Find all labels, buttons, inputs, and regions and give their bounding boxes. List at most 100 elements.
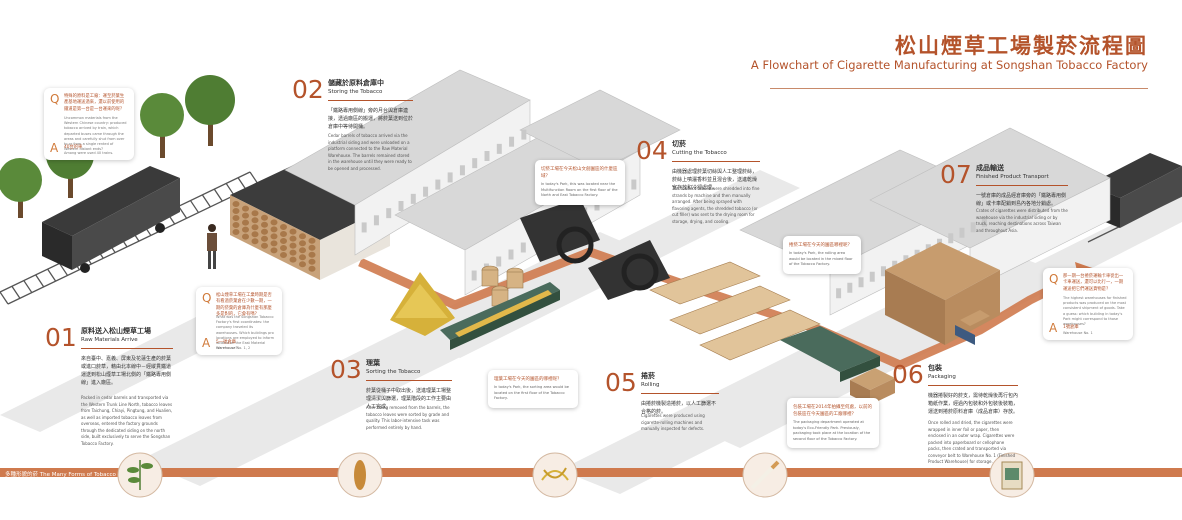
question-text-en: What was the Songshan Tobacco Factory's … (216, 315, 275, 351)
step-05: 05 捲菸 Rolling 由捲菸機製造捲菸，以人工篩選不合格的菸。 Cigar… (605, 368, 725, 431)
step-divider (928, 385, 1018, 386)
factory-window (631, 179, 637, 190)
barrel-mark (299, 254, 306, 261)
question-text-zh: 松山煙草工場在工業時期是否有看過菸葉倉在少數一期，一期的菸葉的倉庫為什麼有那麼多… (216, 293, 272, 318)
barrel-mark (232, 201, 240, 207)
factory-window (410, 193, 416, 204)
step-number: 01 (45, 323, 77, 352)
factory-window (496, 256, 502, 267)
railway-tie (23, 280, 33, 293)
railway-tie (225, 183, 235, 196)
barrel-mark (308, 244, 316, 251)
step-body-en: Cigarettes were produced using cigarette… (641, 413, 705, 431)
barrel-mark (261, 235, 268, 242)
factory-window (508, 249, 514, 260)
barrel-mark (289, 256, 297, 263)
barrel-mark (289, 242, 297, 249)
step-body-en: Cedar barrels of tobacco arrived via the… (328, 133, 412, 171)
step-divider (328, 100, 413, 101)
bottom-band (0, 468, 1182, 477)
barrel-mark (299, 240, 306, 247)
step-body-en: Crates of cigarettes were distributed fr… (976, 208, 1068, 233)
barrel-mark (251, 217, 259, 224)
barrel-mark (251, 224, 259, 231)
railway-tie (189, 200, 200, 213)
factory-window (423, 186, 429, 197)
answer-mark-icon: A (202, 336, 211, 350)
step-title-en: Storing the Tobacco (328, 89, 383, 95)
step-divider (366, 380, 452, 381)
factory-window (836, 288, 842, 299)
railway-tie (237, 177, 247, 191)
barrel-mark (280, 245, 287, 251)
barrel-mark (308, 265, 316, 272)
tobacco-bundle-icon (337, 452, 383, 498)
barrel-mark (251, 210, 259, 217)
step-body-zh: 由捲菸機製造捲菸，以人工篩選不合格的菸。 (641, 401, 717, 415)
factory-window (509, 136, 515, 147)
barrel-mark (270, 226, 278, 233)
tobacco-plant-icon (117, 452, 163, 498)
tobacco-leaf-pile (390, 272, 455, 336)
step-divider (976, 185, 1068, 186)
callout-bubble-rolling: 捲菸工場在今天的園區哪裡呢？ In today's Park, the roll… (783, 236, 861, 274)
cigarette-icon (742, 452, 788, 498)
step-title-zh: 理葉 (366, 359, 380, 367)
answer-text-zh: 5一號倉庫 (216, 340, 236, 345)
barrel-mark (242, 219, 249, 226)
factory-window (373, 215, 379, 226)
barrel-mark (280, 224, 287, 230)
question-mark-icon: Q (1049, 272, 1059, 286)
railway-tie (201, 194, 211, 208)
step-title-zh: 包裝 (928, 364, 942, 372)
question-mark-icon: Q (50, 92, 60, 106)
factory-window (447, 172, 453, 183)
barrel-mark (270, 233, 278, 240)
step-title-zh: 捲菸 (641, 372, 655, 380)
page-title-zh: 松山煙草工場製菸流程圖 (895, 34, 1148, 58)
step-title-en: Sorting the Tobacco (366, 369, 421, 375)
tree-group (0, 75, 235, 218)
sorting-conveyor (440, 282, 560, 350)
bubble-text-en: The packaging department operated at tod… (793, 420, 871, 441)
step-number: 03 (330, 355, 362, 384)
step-body-zh: 「鐵路專用側線」旁的月台與倉庫連接，透過廠區的搬運，將菸葉送到位於倉庫中等待開桶… (328, 108, 414, 130)
step-body-zh: 一號倉庫的成品經倉庫旁的「鐵路專用側線」或卡車配銷到島內各地分銷處。 (976, 193, 1067, 207)
railway-tie (11, 285, 21, 299)
railway-tie (35, 274, 45, 288)
step-body-en: Packed in cedar barrels and transported … (81, 395, 173, 446)
step-body-zh: 由機器處理菸葉切絲與人工整理菸絲，菸絲上噴灑香料並且混合後，送進乾燥室存放和冷卻… (672, 169, 758, 191)
step-title-zh: 儲藏於原料倉庫中 (328, 79, 384, 87)
barrel-mark (280, 238, 287, 244)
barrel-mark (251, 238, 259, 245)
step-divider (672, 161, 760, 162)
step-title-zh: 成品輸送 (976, 164, 1004, 172)
factory-window (970, 222, 976, 233)
callout-bubble-sorting: 理葉工場在今天的園區的哪裡呢？ In today's Park, the sor… (488, 370, 578, 408)
callout-bubble-cutting: 切菸工場在今天松山文創園區的什麼區域？ In today's Park, thi… (535, 160, 625, 205)
factory-window (869, 271, 875, 282)
factory-window (435, 179, 441, 190)
railway-tie (213, 188, 223, 202)
factory-window (386, 208, 392, 219)
railway-tie (0, 291, 9, 305)
factory-window (361, 222, 367, 233)
step-number: 04 (636, 136, 668, 165)
page-title-en: A Flowchart of Cigarette Manufacturing a… (750, 58, 1148, 72)
step-body-en: After being removed from the barrels, th… (366, 405, 450, 430)
barrel-mark (251, 231, 259, 238)
barrel-mark (232, 229, 240, 235)
step-body-zh: 來自臺中、嘉義、屏東及花蓮生產的菸葉或進口菸草，藉由北本線中－經縱貫鐵道運送到松… (81, 356, 172, 386)
railway-tie (58, 263, 69, 276)
step-04: 04 切菸 Cutting the Tobacco 由機器處理菸葉切絲與人工整理… (636, 136, 766, 226)
factory-window (496, 143, 502, 154)
factory-window (459, 165, 465, 176)
step-01: 01 原料送入松山煙草工場 Raw Materials Arrive 來自臺中、… (45, 323, 175, 473)
step-07: 07 成品輸送 Finished Product Transport 一號倉庫的… (940, 160, 1070, 240)
barrel-mark (232, 208, 240, 214)
packaging-conveyor (780, 326, 880, 382)
callout-bubble-packaging: 包裝工場在2014年拍攝至何處，以前的包裝區在今天園區的工廠哪裡？ The pa… (787, 398, 879, 448)
factory-window (472, 158, 478, 169)
barrel-mark (242, 205, 249, 212)
step-03: 03 理葉 Sorting the Tobacco 菸葉從桶子中取出後，送進理葉… (330, 355, 460, 445)
